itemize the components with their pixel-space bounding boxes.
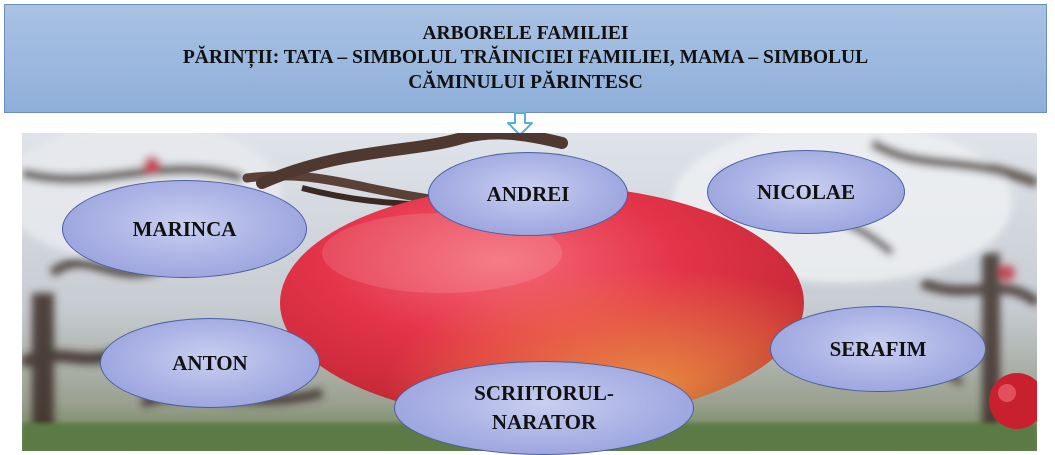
title-banner: ARBORELE FAMILIEI PĂRINȚII: TATA – SIMBO…	[4, 4, 1047, 113]
node-anton: ANTON	[100, 318, 320, 408]
node-scriitorul-label-line1: SCRIITORUL-	[474, 379, 614, 408]
node-nicolae-label: NICOLAE	[757, 178, 855, 207]
banner-subtitle-line2: CĂMINULUI PĂRINTESC	[408, 71, 643, 96]
node-serafim-label: SERAFIM	[830, 335, 927, 364]
node-scriitorul-label-line2: NARATOR	[492, 408, 596, 437]
banner-subtitle-line1: PĂRINȚII: TATA – SIMBOLUL TRĂINICIEI FAM…	[183, 46, 868, 71]
node-marinca: MARINCA	[62, 180, 307, 278]
node-marinca-label: MARINCA	[133, 215, 237, 244]
node-andrei: ANDREI	[428, 152, 628, 236]
node-serafim: SERAFIM	[770, 306, 986, 392]
node-scriitorul-narator: SCRIITORUL- NARATOR	[394, 361, 694, 455]
node-anton-label: ANTON	[172, 349, 247, 378]
node-andrei-label: ANDREI	[487, 180, 570, 209]
banner-title: ARBORELE FAMILIEI	[422, 22, 628, 47]
node-nicolae: NICOLAE	[707, 150, 905, 234]
